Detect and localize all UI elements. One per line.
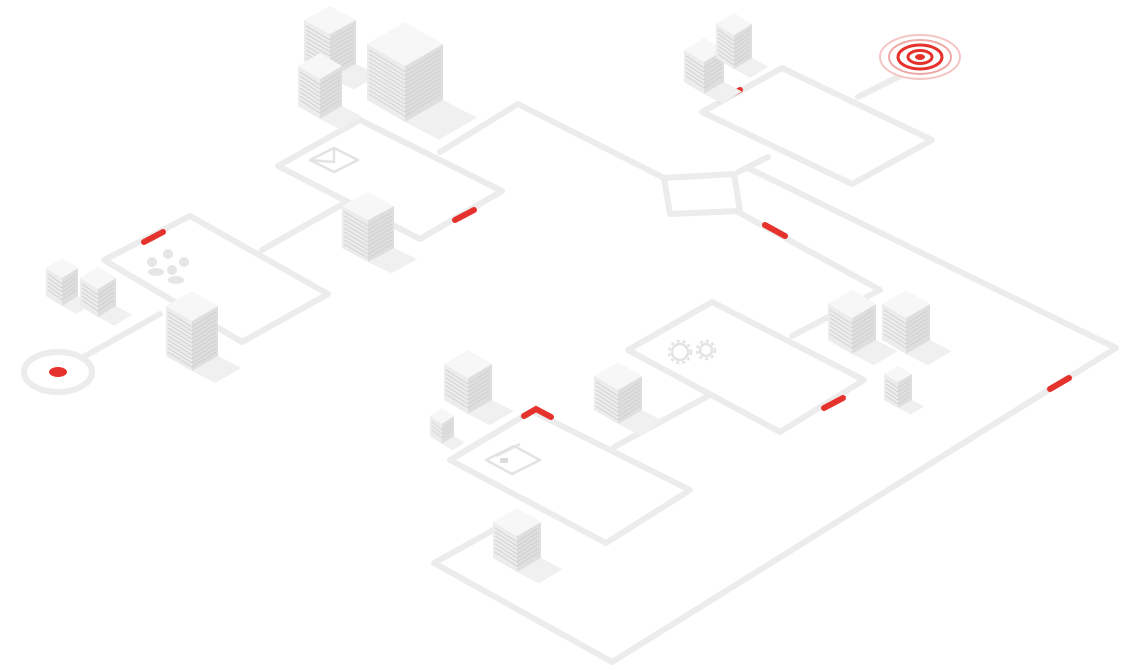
server-rack: [493, 508, 563, 584]
server-rack: [882, 290, 952, 366]
server-rack: [166, 291, 242, 383]
pipe-users-to-mail: [259, 197, 353, 253]
marker-users: [141, 229, 166, 245]
server-rack: [444, 350, 514, 426]
pipe-mail-to-junction: [437, 101, 667, 181]
marker-loop: [1047, 375, 1072, 392]
gears-icon: [667, 339, 717, 365]
server-rack: [716, 13, 769, 78]
target-icon: [879, 34, 961, 80]
server-racks: [46, 6, 952, 584]
pipe-junction-to-destination: [735, 154, 771, 175]
server-rack: [684, 38, 742, 104]
server-rack: [367, 22, 478, 140]
destination-panel: [699, 65, 935, 187]
junction-node: [661, 171, 743, 217]
marker-payment: [521, 405, 554, 420]
server-rack: [828, 290, 898, 366]
card-icon: [484, 442, 542, 476]
settings-panel: [625, 299, 867, 435]
marker-settings: [821, 395, 846, 411]
people-icon: [147, 249, 189, 284]
origin-dot-icon: [21, 349, 95, 395]
server-rack: [342, 192, 418, 274]
server-rack: [430, 408, 465, 451]
pipe-origin-to-users: [75, 311, 163, 363]
marker-mail: [452, 207, 477, 223]
marker-junction-down: [762, 222, 788, 239]
server-rack: [884, 366, 925, 415]
pipe-big-loop: [431, 165, 1119, 665]
envelope-icon: [308, 146, 360, 174]
payment-panel: [447, 408, 693, 546]
server-rack: [298, 53, 362, 130]
server-rack: [80, 267, 133, 326]
server-rack: [594, 362, 664, 436]
